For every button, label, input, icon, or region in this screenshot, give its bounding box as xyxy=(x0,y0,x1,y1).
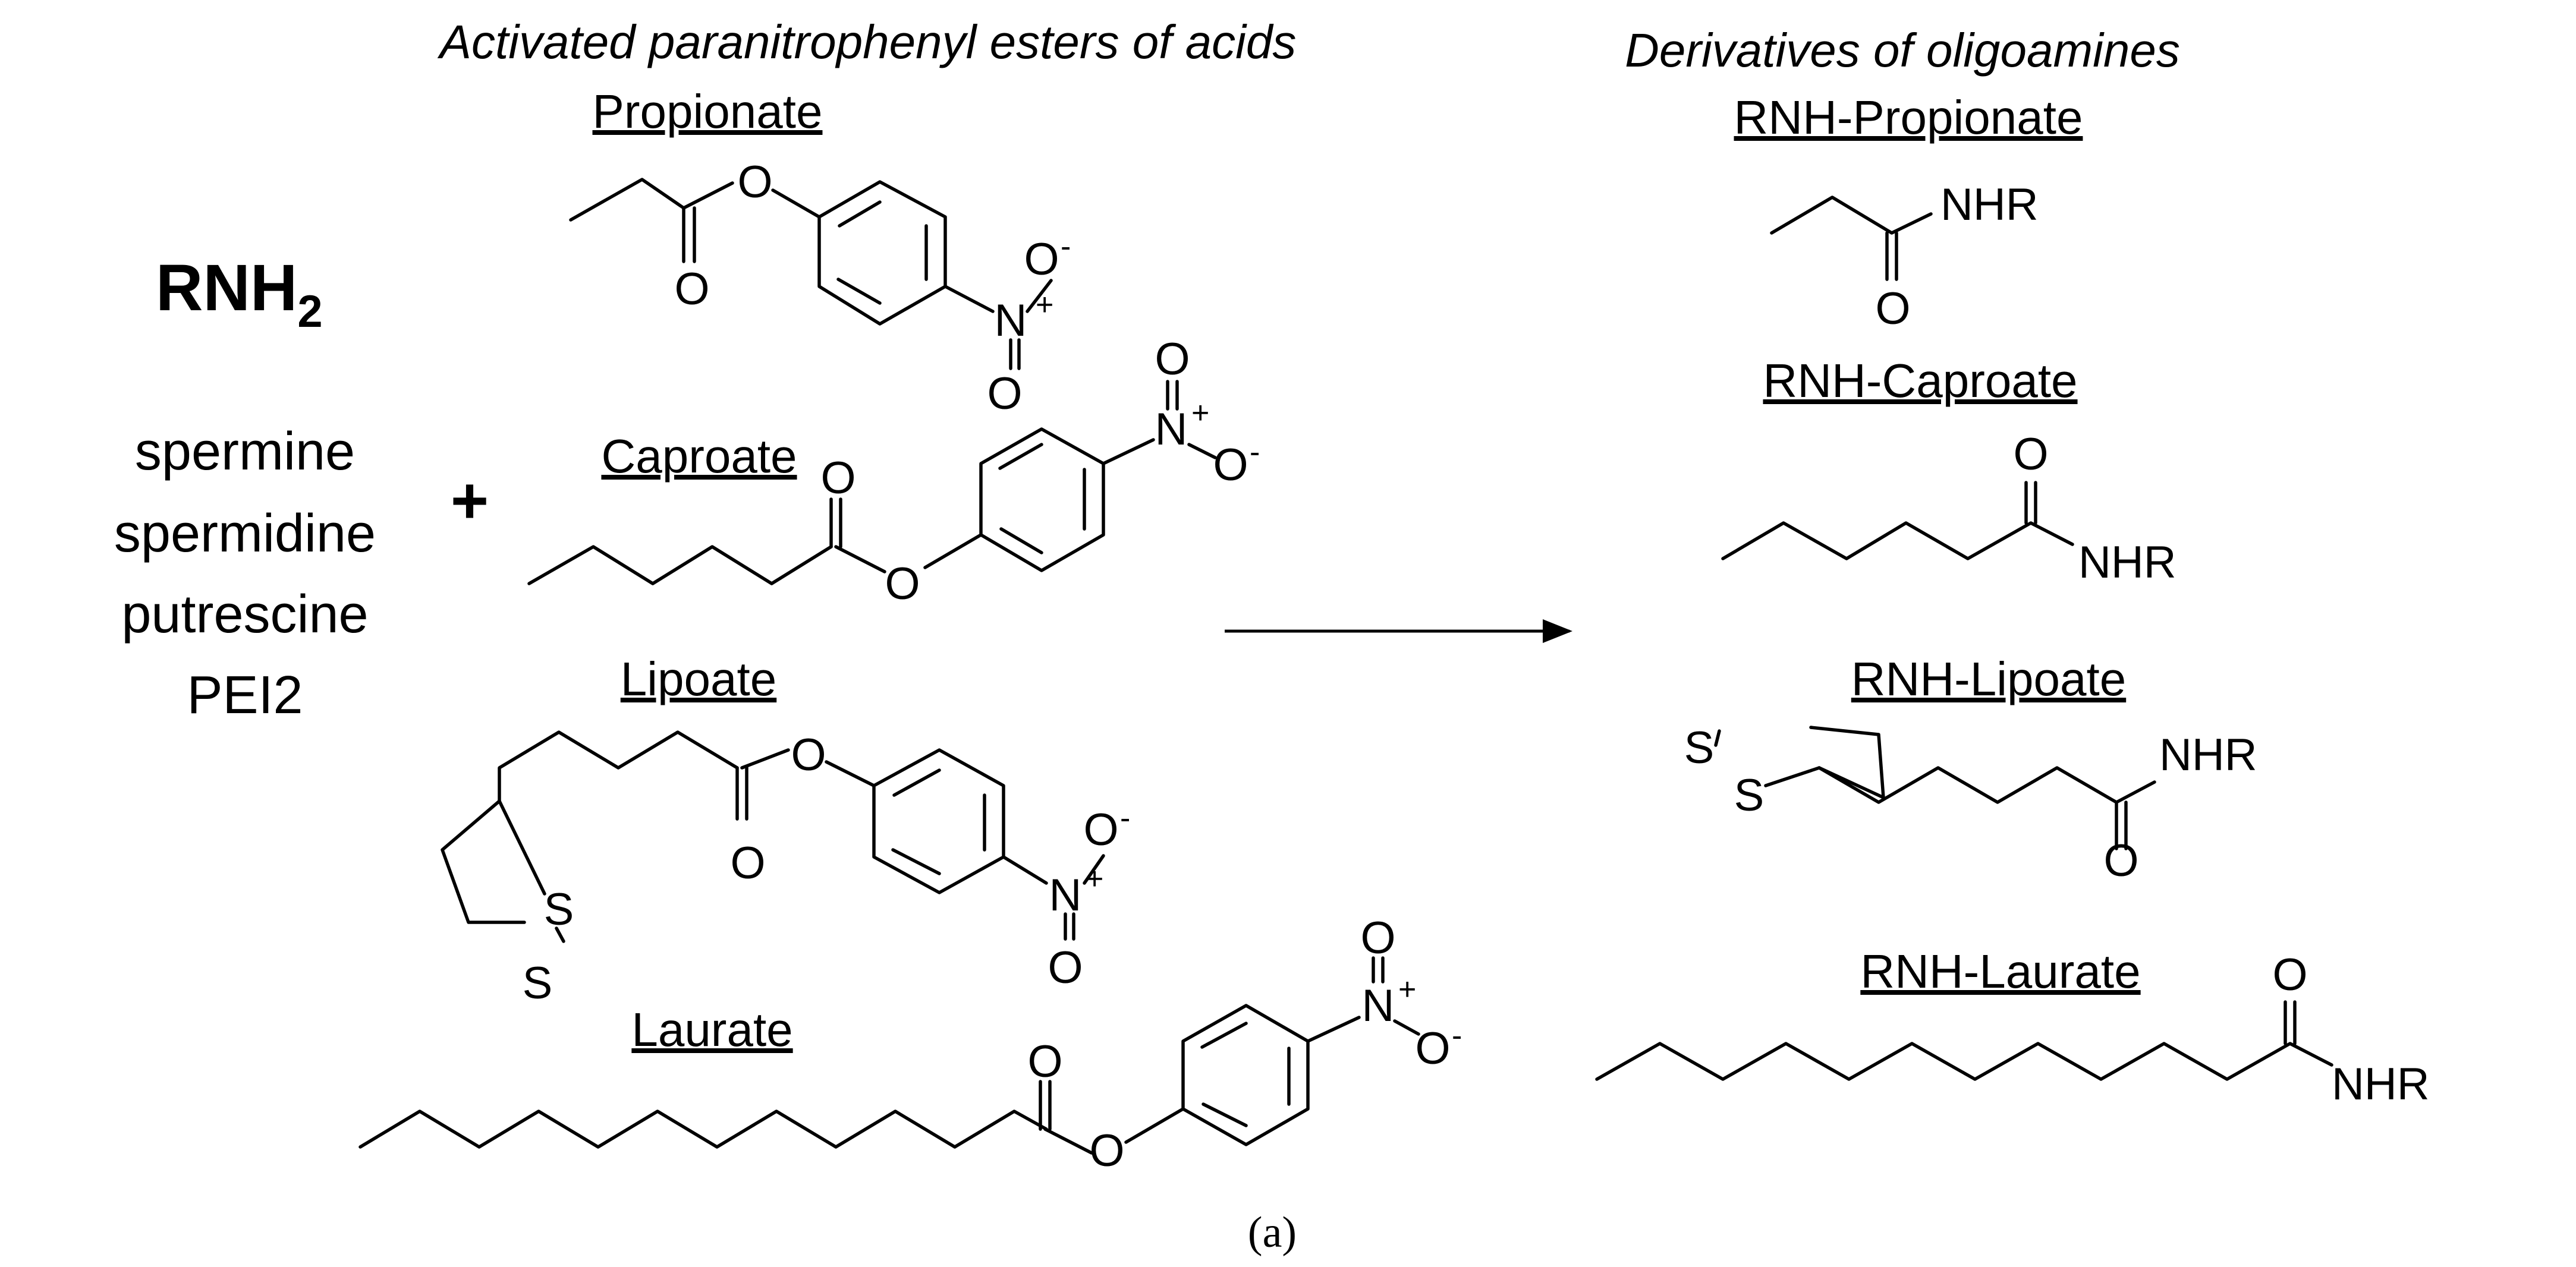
caproate-carbonyl-oxygen: O xyxy=(820,453,855,503)
ester-lipoate-label: Lipoate xyxy=(621,653,776,705)
amine-spermidine: spermidine xyxy=(114,504,376,563)
lipoate-nitro-nitrogen: N xyxy=(1049,870,1082,921)
propionate-nitro-oxygen-top: O xyxy=(1024,234,1059,285)
propionate-nitro-plus: + xyxy=(1036,288,1053,322)
ester-propionate-label: Propionate xyxy=(593,85,823,138)
product-lipoate-label: RNH-Lipoate xyxy=(1851,653,2126,705)
amine-reagent: RNH2 spermine spermidine putrescine PEI2 xyxy=(114,251,376,725)
propionate-nitro-nitrogen: N xyxy=(995,295,1027,346)
product-lipoate-sulfur-2: S xyxy=(1734,770,1764,821)
product-propionate-nhr: NHR xyxy=(1940,179,2039,230)
caproate-nitro-oxygen-top: O xyxy=(1155,334,1190,384)
amine-spermine: spermine xyxy=(135,422,355,481)
plus-sign: + xyxy=(451,464,489,537)
ester-caproate: Caproate O O N + O O - xyxy=(527,334,1260,609)
product-lipoate-nhr: NHR xyxy=(2159,730,2257,780)
reactants-header: Activated paranitrophenyl esters of acid… xyxy=(438,15,1297,68)
laurate-nitro-minus: - xyxy=(1452,1019,1462,1053)
product-lipoate-oxygen: O xyxy=(2103,836,2138,886)
ester-laurate-label: Laurate xyxy=(631,1003,792,1056)
product-propionate-label: RNH-Propionate xyxy=(1734,91,2083,144)
laurate-nitro-plus: + xyxy=(1398,972,1416,1007)
ester-caproate-label: Caproate xyxy=(601,430,797,483)
amine-pei2: PEI2 xyxy=(187,666,303,725)
propionate-carbonyl-oxygen: O xyxy=(674,264,709,314)
caproate-nitro-minus: - xyxy=(1250,435,1260,469)
ester-propionate: Propionate O O N + O - O xyxy=(569,85,1071,419)
lipoate-nitro-oxygen-top: O xyxy=(1083,805,1118,855)
laurate-carbonyl-oxygen: O xyxy=(1027,1036,1062,1087)
laurate-nitro-nitrogen: N xyxy=(1362,981,1395,1031)
lipoate-ester-oxygen: O xyxy=(791,730,826,780)
product-lipoate-sulfur-1: S xyxy=(1684,723,1715,773)
product-propionate: RNH-Propionate NHR O xyxy=(1734,91,2083,334)
propionate-nitro-minus: - xyxy=(1061,229,1071,264)
product-laurate-label: RNH-Laurate xyxy=(1860,945,2140,998)
product-propionate-oxygen: O xyxy=(1875,283,1910,334)
caproate-nitro-oxygen-right: O xyxy=(1213,440,1248,490)
product-caproate: RNH-Caproate O NHR xyxy=(1721,354,2176,588)
product-laurate-oxygen: O xyxy=(2272,950,2307,1000)
lipoate-sulfur-2: S xyxy=(523,958,553,1008)
product-lipoate: RNH-Lipoate S S NHR O xyxy=(1684,653,2257,886)
figure-caption: (a) xyxy=(1248,1208,1297,1257)
amine-formula-subscript: 2 xyxy=(297,286,322,337)
ester-laurate: Laurate O O N + O O - xyxy=(358,913,1462,1176)
lipoate-carbonyl-oxygen: O xyxy=(730,838,765,888)
laurate-nitro-oxygen-top: O xyxy=(1360,913,1395,963)
amine-formula: RNH2 xyxy=(156,251,323,337)
lipoate-nitro-oxygen-bottom: O xyxy=(1048,943,1083,993)
product-caproate-label: RNH-Caproate xyxy=(1763,354,2077,407)
lipoate-nitro-minus: - xyxy=(1120,801,1130,836)
products-header: Derivatives of oligoamines xyxy=(1625,24,2180,77)
amine-formula-main: RNH xyxy=(156,251,297,324)
product-caproate-nhr: NHR xyxy=(2078,537,2176,588)
caproate-ester-oxygen: O xyxy=(885,559,920,609)
ester-lipoate: Lipoate O O S S N + O - O xyxy=(441,653,1130,1008)
caproate-nitro-nitrogen: N xyxy=(1155,404,1188,455)
lipoate-sulfur-1: S xyxy=(544,884,574,935)
propionate-nitro-oxygen-bottom: O xyxy=(987,368,1022,419)
laurate-nitro-oxygen-right: O xyxy=(1415,1023,1450,1074)
lipoate-nitro-plus: + xyxy=(1086,862,1103,896)
amine-putrescine: putrescine xyxy=(121,585,368,644)
laurate-ester-oxygen: O xyxy=(1089,1126,1124,1176)
product-laurate-nhr: NHR xyxy=(2332,1059,2430,1110)
product-caproate-oxygen: O xyxy=(2013,429,2048,480)
product-laurate: RNH-Laurate O NHR xyxy=(1595,945,2430,1110)
propionate-ester-oxygen: O xyxy=(737,157,772,207)
caproate-nitro-plus: + xyxy=(1191,396,1209,430)
